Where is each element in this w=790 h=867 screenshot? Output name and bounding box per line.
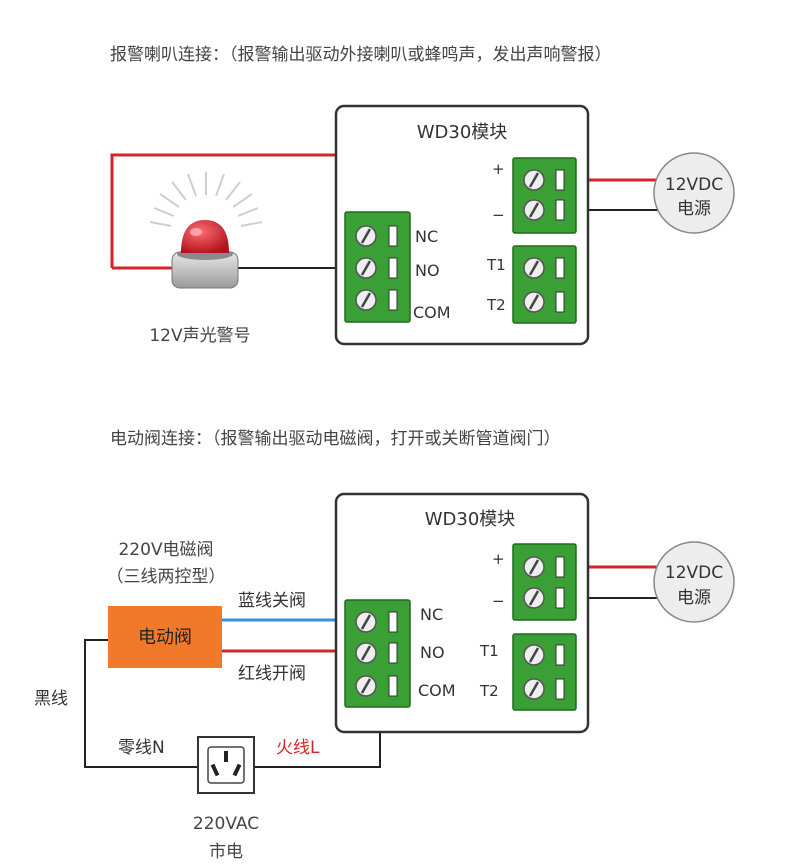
valve-title-line1: 220V电磁阀 xyxy=(118,540,213,560)
mains-label-line1: 220VAC xyxy=(193,814,259,834)
black-wire-label: 黑线 xyxy=(34,689,68,709)
power-text2-2: 电源 xyxy=(677,588,711,608)
terminal-block-sensor-1 xyxy=(512,245,577,324)
power-outlet-icon xyxy=(197,736,255,794)
nc-label-2: NC xyxy=(420,605,443,624)
terminal-block-sensor-2 xyxy=(512,633,577,711)
alarm-siren-icon xyxy=(149,172,263,289)
terminal-block-power-2 xyxy=(512,543,577,621)
section2-heading: 电动阀连接：（报警输出驱动电磁阀，打开或关断管道阀门） xyxy=(110,429,561,449)
valve-title-line2: （三线两控型） xyxy=(107,567,226,587)
siren-label: 12V声光警号 xyxy=(149,326,250,346)
minus-label-1: − xyxy=(492,206,505,224)
plus-label-2: + xyxy=(492,550,505,568)
terminal-block-relay-1 xyxy=(344,211,411,323)
power-text2-1: 电源 xyxy=(677,199,711,219)
section1-heading: 报警喇叭连接：（报警输出驱动外接喇叭或蜂鸣声，发出声响警报） xyxy=(110,45,612,65)
t2-label-1: T2 xyxy=(486,296,506,314)
no-label-2: NO xyxy=(420,643,445,662)
t2-label-2: T2 xyxy=(479,682,499,700)
power-supply-1 xyxy=(653,152,735,234)
electric-valve-box xyxy=(108,606,222,668)
t1-label-1: T1 xyxy=(486,256,506,274)
terminal-block-power-1 xyxy=(512,157,577,234)
black-wire-neutral xyxy=(84,639,200,768)
module-title-1: WD30模块 xyxy=(417,122,508,143)
power-text1-1: 12VDC xyxy=(665,175,723,195)
red-wire-label: 红线开阀 xyxy=(238,664,306,684)
no-label-1: NO xyxy=(415,261,440,280)
blue-wire-label: 蓝线关阀 xyxy=(238,591,306,611)
mains-label-line2: 市电 xyxy=(209,842,243,862)
com-label-1: COM xyxy=(413,303,451,322)
valve-box-label: 电动阀 xyxy=(138,627,192,648)
minus-label-2: − xyxy=(492,592,505,610)
terminal-block-relay-2 xyxy=(344,599,411,708)
com-label-2: COM xyxy=(418,681,456,700)
power-supply-2 xyxy=(653,541,735,623)
module-title-2: WD30模块 xyxy=(425,509,516,530)
t1-label-2: T1 xyxy=(479,642,499,660)
nc-label-1: NC xyxy=(415,227,438,246)
plus-label-1: + xyxy=(492,160,505,178)
power-text1-2: 12VDC xyxy=(665,563,723,583)
neutral-wire-label: 零线N xyxy=(118,738,165,758)
live-wire-label: 火线L xyxy=(276,738,320,758)
